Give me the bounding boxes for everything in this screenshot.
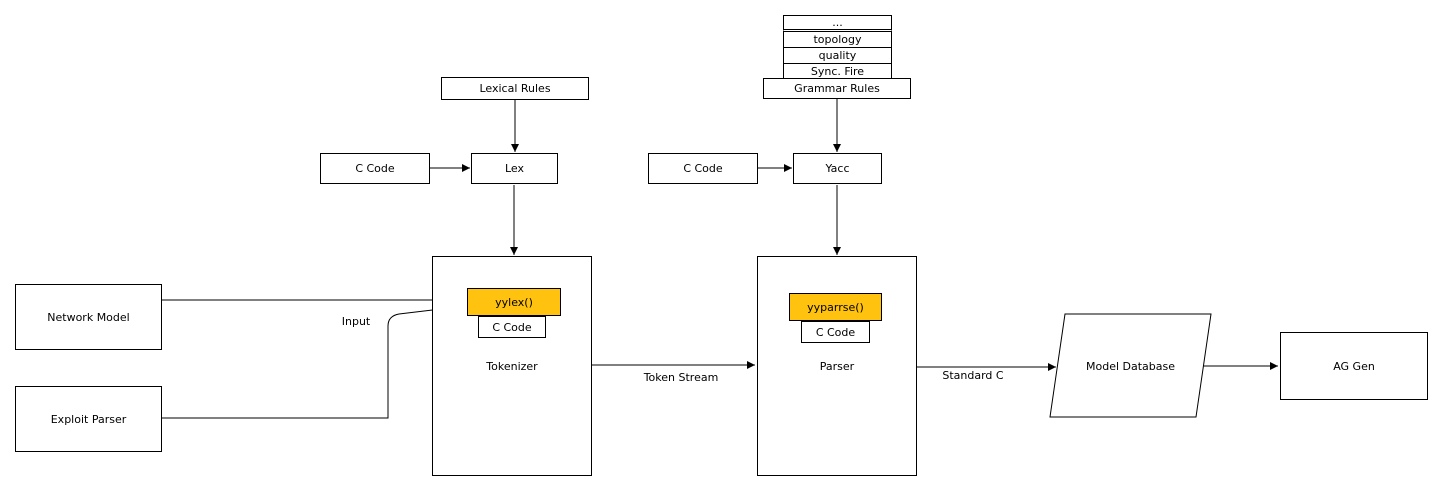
c-code-yacc-box: C Code	[648, 153, 758, 184]
arrow-exploit-parser-to-yylex	[162, 302, 467, 419]
stack-row-quality: quality	[783, 48, 892, 64]
grammar-rules-box: Grammar Rules	[763, 78, 911, 99]
stack-row-ellipsis: ...	[783, 15, 892, 32]
model-database-label: Model Database	[1085, 359, 1175, 373]
parser-box	[757, 256, 917, 476]
edge-label-input: Input	[341, 315, 371, 328]
c-code-lex-box: C Code	[320, 153, 430, 184]
tokenizer-label: Tokenizer	[486, 359, 538, 373]
network-model-box: Network Model	[15, 284, 162, 350]
exploit-parser-box: Exploit Parser	[15, 386, 162, 452]
stack-row-topology: topology	[783, 32, 892, 48]
grammar-rules-stack: ... topology quality Sync. Fire	[783, 15, 892, 80]
lexical-rules-box: Lexical Rules	[441, 77, 589, 100]
c-code-tokenizer-box: C Code	[478, 316, 546, 338]
parser-label: Parser	[819, 359, 855, 373]
c-code-parser-box: C Code	[801, 321, 870, 343]
yyparrse-box: yyparrse()	[789, 293, 882, 321]
yacc-box: Yacc	[793, 153, 882, 184]
lex-box: Lex	[471, 153, 558, 184]
yylex-box: yylex()	[467, 288, 561, 316]
edge-label-standard-c: Standard C	[942, 368, 1004, 382]
ag-gen-box: AG Gen	[1280, 332, 1428, 400]
edge-label-token-stream: Token Stream	[643, 370, 719, 384]
